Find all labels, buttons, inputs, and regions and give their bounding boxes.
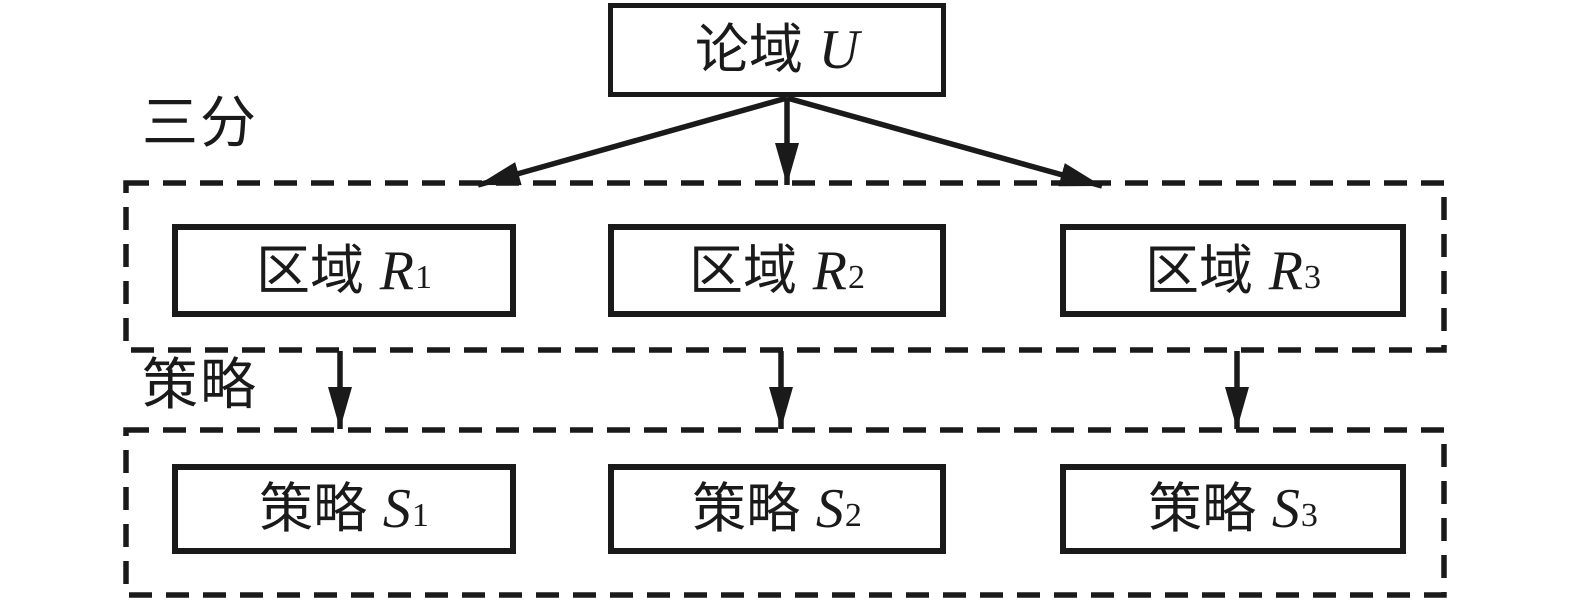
strategy-label: 策略 (692, 479, 801, 539)
arrow-universe-to-region1-icon (477, 95, 788, 188)
strategy-symbol: S (382, 478, 411, 540)
region-label: 区域 (689, 240, 798, 301)
strategy-label: 策略 (1148, 479, 1257, 539)
arrow-universe-to-region3-icon (786, 95, 1103, 189)
region-subscript: 3 (1303, 258, 1321, 296)
region-subscript: 1 (414, 258, 432, 296)
region-symbol: R (812, 239, 847, 302)
region-symbol: R (379, 239, 414, 302)
partition-section-label: 三分 (142, 93, 258, 155)
strategy-label: 策略 (259, 479, 368, 539)
strategy-subscript: 1 (411, 497, 429, 535)
strategy-symbol: S (1271, 478, 1300, 540)
region-label: 区域 (256, 240, 365, 301)
universe-label: 论域 (694, 20, 803, 80)
strategy-section-label: 策略 (142, 355, 258, 417)
strategy-subscript: 3 (1300, 497, 1318, 535)
region-label: 区域 (1145, 240, 1254, 301)
region-subscript: 2 (847, 258, 865, 296)
region-symbol: R (1268, 239, 1303, 302)
strategy-subscript: 2 (844, 497, 862, 535)
partition-dashed-container (123, 180, 1447, 353)
universe-symbol: U (818, 19, 860, 81)
strategy-symbol: S (815, 478, 844, 540)
